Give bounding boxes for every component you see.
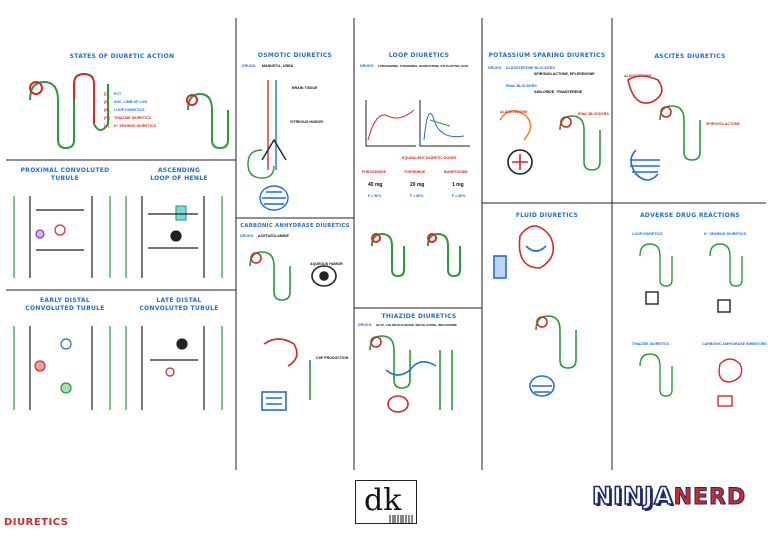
- loop-name-3: BUMETANIDE: [444, 170, 468, 174]
- potassium-drugs-line1: ALDOSTERONE BLOCKERS: [506, 66, 555, 70]
- osmotic-drugs-label: DRUGS:: [242, 64, 257, 68]
- loop-equivalent: EQUIVALENT DIURETIC DOSES: [402, 156, 457, 160]
- potassium-drugs-line1b: SPIRONOLACTONE, EPLERENONE: [534, 72, 595, 76]
- carbonic-diagram: [249, 251, 337, 411]
- edct-title-line2: CONVOLUTED TUBULE: [25, 305, 105, 312]
- roman-5-label: K⁺ SPARING DIURETICS: [114, 124, 156, 128]
- carbonic-note-csf: CSF PRODUCTION: [316, 356, 349, 360]
- potassium-title: POTASSIUM SPARING DIURETICS: [488, 52, 606, 59]
- carbonic-title: CARBONIC ANHYDRASE DIURETICS: [240, 223, 350, 229]
- loop-dose-3: 1 mg: [452, 182, 464, 188]
- roman-5: [V]: [104, 124, 109, 128]
- asc-cell-diagram: [125, 196, 223, 278]
- roman-4: [IV]: [104, 116, 110, 120]
- dk-logo: dk: [355, 480, 417, 524]
- asc-title-line2: LOOP OF HENLE: [150, 175, 208, 182]
- roman-1: [I]: [104, 92, 108, 96]
- ldct-title-line1: LATE DISTAL: [156, 297, 202, 304]
- pct-title-line2: TUBULE: [50, 175, 80, 182]
- nephron-diagram-states: [29, 72, 229, 150]
- potassium-note-aldosterone: ALDOSTERONE: [500, 110, 528, 114]
- potassium-drugs-line2: ENaC BLOCKERS: [506, 84, 537, 88]
- page-title: DIURETICS: [4, 517, 69, 528]
- brand-ninja: NINJA: [591, 481, 674, 511]
- edct-cell-diagram: [13, 326, 111, 410]
- ascites-diagram: [627, 75, 701, 181]
- osmotic-note-vitreous: VITREOUS HUMOR: [290, 120, 323, 124]
- ninja-nerd-logo: NINJANERD: [591, 481, 747, 511]
- adverse-sub-carbonic: CARBONIC ANHYDRASE INHIBITORS: [702, 342, 767, 346]
- loop-title: LOOP DIURETICS: [388, 52, 450, 59]
- adverse-diagram: [639, 243, 743, 407]
- osmotic-diagram: [247, 80, 289, 211]
- fluid-diagram: [493, 225, 577, 397]
- roman-2-label: ASC. LIMB OF LOH: [114, 100, 147, 104]
- potassium-diagram: [499, 110, 601, 175]
- carbonic-note-aqueous: AQUEOUS HUMOR: [310, 262, 343, 266]
- barcode-icon: [389, 515, 413, 523]
- roman-1-label: PCT: [114, 92, 122, 96]
- loop-graphs: [365, 100, 470, 147]
- loop-name-1: FUROSEMIDE: [362, 170, 386, 174]
- asc-title-line1: ASCENDING: [157, 167, 201, 174]
- edct-title-line1: EARLY DISTAL: [40, 297, 90, 304]
- potassium-note-enac: ENaC BLOCKERS: [578, 112, 609, 116]
- states-title: STATES OF DIURETIC ACTION: [69, 53, 175, 60]
- roman-4-label: THIAZIDE DIURETICS: [114, 116, 151, 120]
- loop-percent-2: F = 80%: [410, 194, 424, 198]
- pct-cell-diagram: [13, 196, 111, 278]
- potassium-drugs-line2b: AMILORIDE, TRIAMTERENE: [534, 90, 583, 94]
- loop-name-2: TORSEMIDE: [404, 170, 426, 174]
- ldct-title-line2: CONVOLUTED TUBULE: [139, 305, 219, 312]
- ascites-note-aldosterone: ALDOSTERONE: [624, 74, 652, 78]
- loop-dose-1: 40 mg: [368, 182, 383, 188]
- dk-logo-text: dk: [364, 483, 402, 518]
- fluid-title: FLUID DIURETICS: [515, 212, 579, 219]
- carbonic-drugs: ACETAZOLAMIDE: [258, 234, 289, 238]
- osmotic-title: OSMOTIC DIURETICS: [257, 52, 333, 59]
- osmotic-drugs: MANNITOL, UREA: [262, 64, 294, 68]
- loop-percent-1: F = 50%: [368, 194, 382, 198]
- loop-drugs: FUROSEMIDE, TORSEMIDE, BUMETANIDE, ETHAC…: [378, 64, 469, 68]
- thiazide-drugs: HCTZ, CHLORTHALIDONE, METOLAZONE, INDAPA…: [376, 323, 457, 327]
- carbonic-drugs-label: DRUGS:: [240, 234, 255, 238]
- roman-3-label: LOOP DIURETICS: [114, 108, 145, 112]
- thiazide-diagram: [369, 335, 453, 413]
- osmotic-note-brain: BRAIN TISSUE: [292, 86, 318, 90]
- adverse-sub-thiazide: THIAZIDE DIURETICS: [632, 342, 669, 346]
- loop-nephrons: [371, 232, 461, 278]
- ascites-note-spironolactone: SPIRONOLACTONE: [706, 122, 740, 126]
- roman-3: [III]: [104, 108, 110, 112]
- adverse-title: ADVERSE DRUG REACTIONS: [639, 212, 741, 219]
- thiazide-drugs-label: DRUGS:: [358, 323, 373, 327]
- pct-title-line1: PROXIMAL CONVOLUTED: [20, 167, 110, 174]
- brand-nerd: NERD: [673, 485, 747, 511]
- potassium-drugs-label: DRUGS:: [488, 66, 503, 70]
- ldct-cell-diagram: [125, 326, 223, 410]
- loop-dose-2: 20 mg: [410, 182, 425, 188]
- loop-drugs-label: DRUGS:: [360, 64, 375, 68]
- roman-2: [II]: [104, 100, 109, 104]
- adverse-sub-ksparing: K⁺ SPARING DIURETICS: [704, 232, 746, 236]
- thiazide-title: THIAZIDE DIURETICS: [381, 313, 457, 320]
- loop-percent-3: F = 80%: [452, 194, 466, 198]
- ascites-title: ASCITES DIURETICS: [654, 53, 726, 60]
- adverse-sub-loop: LOOP DIURETICS: [632, 232, 663, 236]
